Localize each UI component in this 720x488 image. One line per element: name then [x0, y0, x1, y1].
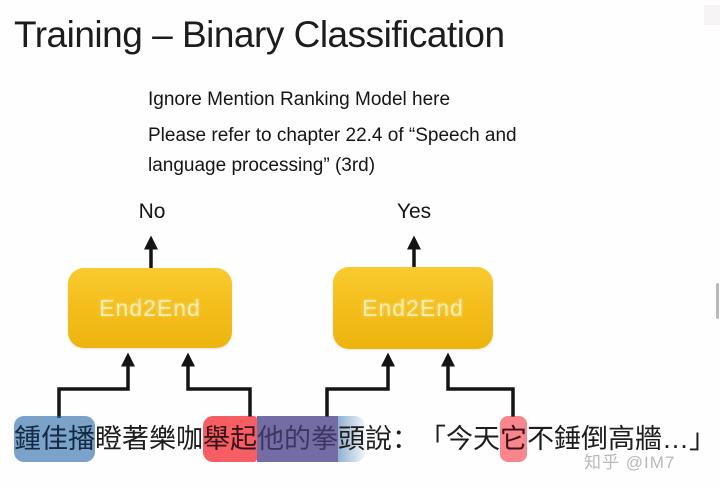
- mention-highlight-purple: 他的拳: [257, 416, 338, 462]
- arrow-mention1-to-leftbox: [57, 352, 135, 418]
- mention-highlight-red-left: 舉起: [203, 416, 257, 462]
- mention-highlight-red: 它: [500, 416, 527, 462]
- arrow-mention2-to-leftbox: [181, 352, 252, 417]
- scrollbar-thumb[interactable]: [716, 283, 719, 319]
- mention-highlight-blue: 鍾佳播: [14, 416, 95, 462]
- note-line: Please refer to chapter 22.4 of “Speech …: [148, 125, 517, 146]
- end2end-box-right: End2End: [333, 267, 493, 349]
- sentence-text: 說：「今天: [365, 424, 500, 454]
- arrow-mention4-to-rightbox: [441, 352, 515, 417]
- end2end-box-label: End2End: [99, 294, 201, 321]
- note-line: language processing” (3rd): [148, 155, 376, 176]
- sentence: 鍾佳播瞪著樂咖舉起他的拳頭說：「今天它不錘倒高牆…」: [14, 416, 716, 462]
- end2end-box-left: End2End: [68, 268, 232, 348]
- arrow-mention3-to-rightbox: [325, 352, 395, 417]
- note-line: Ignore Mention Ranking Model here: [148, 89, 451, 110]
- corner-artifact: [704, 5, 720, 25]
- notes-block: Ignore Mention Ranking Model here Please…: [148, 85, 517, 181]
- sentence-text: 不錘倒高牆…」: [527, 424, 716, 454]
- watermark: 知乎 @IM7: [584, 453, 676, 472]
- sentence-text: 瞪著樂咖: [95, 424, 203, 454]
- output-label-no: No: [138, 200, 166, 223]
- slide-title: Training – Binary Classification: [14, 14, 505, 55]
- output-label-yes: Yes: [396, 200, 432, 223]
- end2end-box-label: End2End: [362, 294, 464, 321]
- mention-highlight-bluefade: 頭: [338, 416, 365, 462]
